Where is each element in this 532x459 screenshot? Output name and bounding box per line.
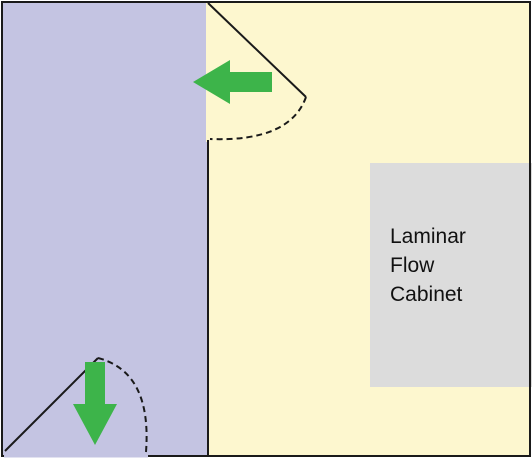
anteroom-area bbox=[3, 3, 208, 455]
cabinet-label: Laminar Flow Cabinet bbox=[390, 222, 520, 309]
arrow-left-icon bbox=[193, 60, 272, 104]
cabinet-label-line-2: Flow bbox=[390, 254, 435, 277]
bottom-door-leaf bbox=[4, 357, 99, 452]
cabinet-label-line-3: Cabinet bbox=[390, 283, 463, 306]
bottom-door-swing-arc bbox=[97, 357, 148, 453]
cabinet-label-line-1: Laminar bbox=[390, 225, 466, 248]
top-door-opening bbox=[206, 3, 210, 142]
laminar-flow-cabinet bbox=[370, 163, 532, 387]
arrow-down-icon bbox=[73, 362, 117, 445]
top-door-leaf bbox=[207, 2, 307, 98]
